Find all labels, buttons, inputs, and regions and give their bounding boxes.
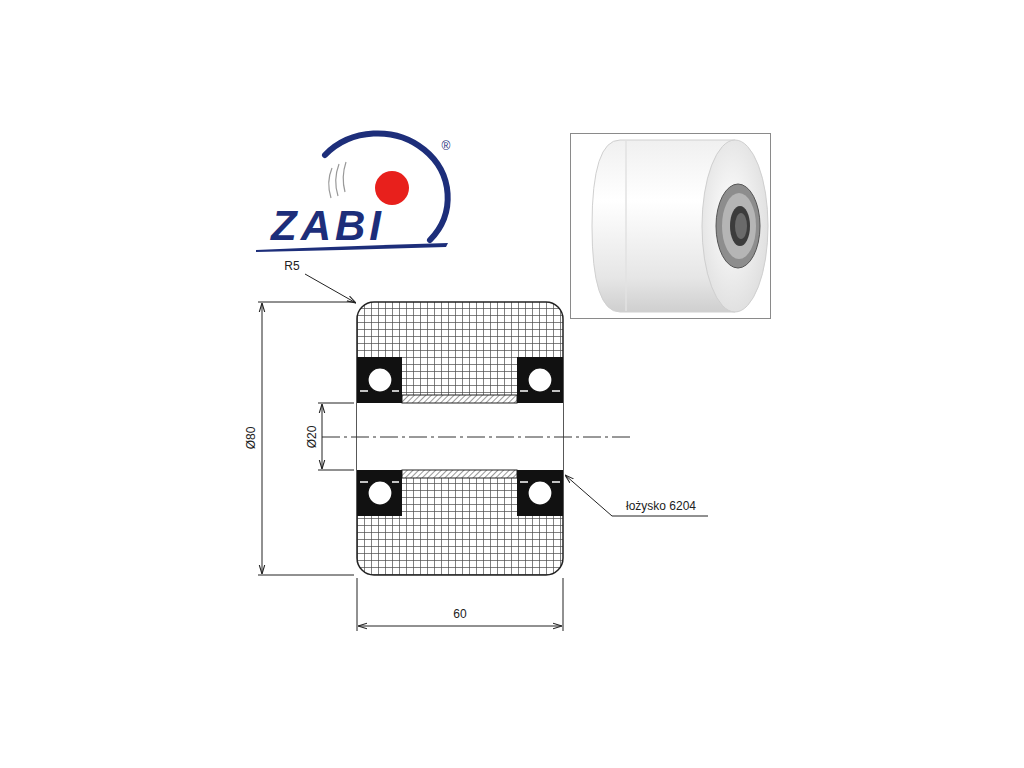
dimension-lines [258,274,708,631]
wheel-photo [571,134,771,319]
section-view [322,302,632,575]
logo-text: ZABI [271,205,385,247]
width-dimension: 60 [453,608,466,620]
registered-mark: ® [442,140,451,152]
radius-dimension: R5 [284,260,299,272]
bore-dimension: Ø20 [306,426,318,449]
logo [256,133,448,252]
bearing-callout: łożysko 6204 [626,500,696,512]
diameter-dimension: Ø80 [245,427,257,450]
